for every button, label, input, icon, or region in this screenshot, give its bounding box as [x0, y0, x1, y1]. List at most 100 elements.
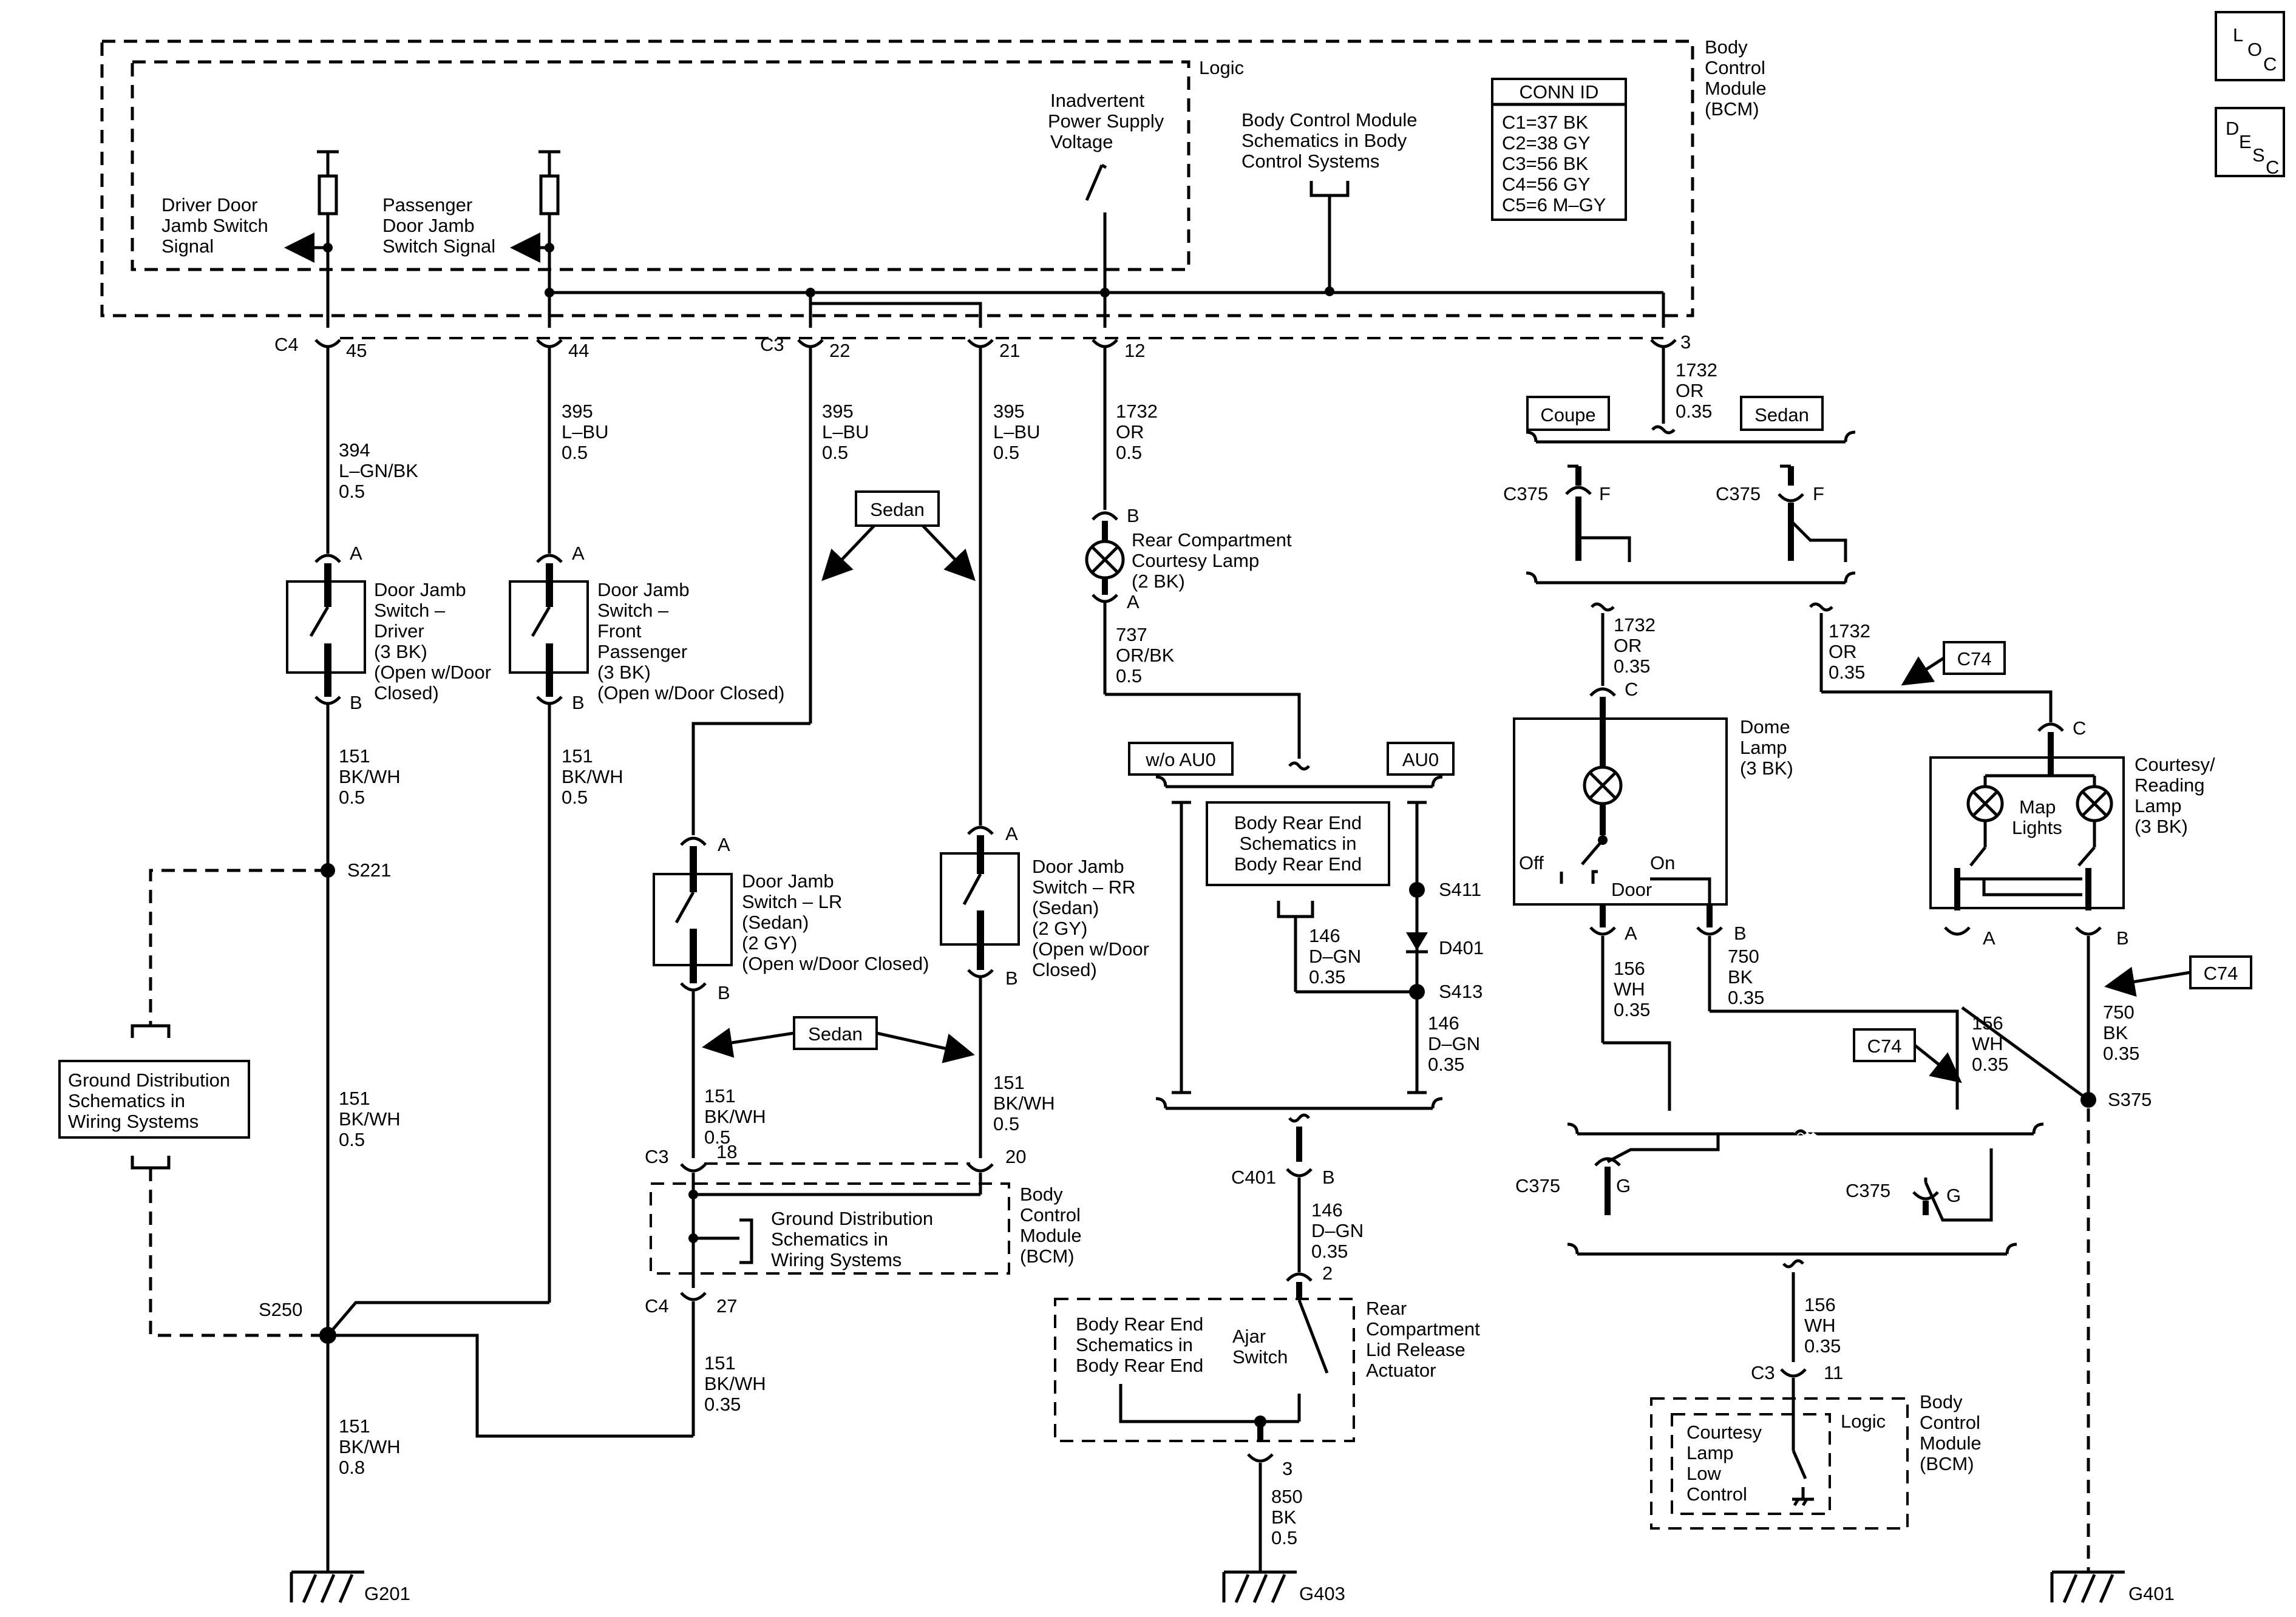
svg-text:0.5: 0.5 [1116, 442, 1142, 463]
svg-text:C: C [2266, 157, 2279, 178]
svg-text:45: 45 [346, 340, 367, 361]
svg-text:Courtesy: Courtesy [1686, 1422, 1762, 1443]
svg-text:Switch –: Switch – [374, 600, 446, 621]
svg-text:27: 27 [716, 1295, 737, 1317]
svg-text:Lid Release: Lid Release [1366, 1339, 1466, 1360]
svg-text:146: 146 [1311, 1199, 1343, 1221]
au0-options: w/o AU0 AU0 [1128, 742, 1455, 1123]
svg-text:151: 151 [562, 745, 593, 767]
svg-text:0.35: 0.35 [1428, 1054, 1464, 1075]
svg-text:(3 BK): (3 BK) [597, 662, 651, 683]
svg-text:395: 395 [993, 401, 1025, 422]
svg-text:Body Rear End: Body Rear End [1076, 1314, 1203, 1335]
svg-text:S: S [2252, 144, 2265, 166]
svg-text:G401: G401 [2128, 1583, 2175, 1604]
svg-text:Door: Door [1611, 879, 1652, 900]
svg-text:0.5: 0.5 [339, 1129, 365, 1150]
svg-text:395: 395 [562, 401, 593, 422]
svg-text:CONN ID: CONN ID [1520, 81, 1599, 103]
svg-text:WH: WH [1804, 1315, 1836, 1336]
svg-text:0.5: 0.5 [704, 1127, 730, 1148]
svg-text:750: 750 [2103, 1002, 2135, 1023]
svg-text:A: A [1127, 591, 1140, 612]
svg-text:C: C [2263, 53, 2277, 75]
svg-text:L–BU: L–BU [993, 421, 1041, 442]
svg-text:0.5: 0.5 [822, 442, 848, 463]
svg-text:(Open w/Door Closed): (Open w/Door Closed) [597, 682, 784, 703]
svg-text:O: O [2247, 39, 2262, 60]
svg-text:394: 394 [339, 439, 370, 461]
ground-g401: G401 [2050, 1570, 2175, 1604]
svg-text:Body Rear End: Body Rear End [1076, 1355, 1203, 1376]
svg-text:G: G [1616, 1175, 1631, 1196]
svg-text:C3: C3 [645, 1146, 669, 1167]
svg-text:S221: S221 [347, 859, 391, 881]
svg-text:156: 156 [1804, 1294, 1836, 1315]
svg-text:0.35: 0.35 [1614, 656, 1650, 677]
svg-text:(BCM): (BCM) [1920, 1453, 1974, 1474]
svg-text:Signal: Signal [161, 236, 214, 257]
svg-text:S413: S413 [1439, 981, 1483, 1002]
dome-lamp-circuit: 1732 OR 0.35 C Off On Door Dome Lamp (3 … [1513, 602, 1959, 1111]
svg-text:(2 GY): (2 GY) [742, 932, 797, 954]
svg-text:1732: 1732 [1116, 401, 1158, 422]
svg-text:Body: Body [1020, 1184, 1063, 1205]
svg-text:22: 22 [829, 340, 850, 361]
svg-text:11: 11 [1824, 1362, 1843, 1383]
svg-text:G201: G201 [364, 1583, 410, 1604]
loc-icon[interactable]: L O C [2215, 11, 2285, 81]
sedan-tag-upper: Sedan [821, 490, 976, 581]
svg-text:Lamp: Lamp [2135, 795, 2182, 816]
svg-text:44: 44 [568, 340, 589, 361]
svg-text:Ajar: Ajar [1232, 1326, 1266, 1347]
svg-text:0.35: 0.35 [704, 1394, 741, 1415]
svg-text:L: L [2233, 24, 2243, 46]
svg-text:Control: Control [1686, 1483, 1747, 1505]
svg-text:A: A [1625, 923, 1637, 944]
svg-text:D: D [2226, 118, 2239, 139]
svg-text:B: B [572, 692, 585, 713]
svg-text:D–GN: D–GN [1311, 1220, 1364, 1241]
svg-text:Voltage: Voltage [1050, 131, 1113, 152]
svg-text:(Open w/Door Closed): (Open w/Door Closed) [742, 953, 929, 974]
svg-text:Dome: Dome [1740, 716, 1790, 737]
svg-text:Body Control Module: Body Control Module [1241, 109, 1418, 131]
svg-text:C5=6 M–GY: C5=6 M–GY [1502, 194, 1606, 215]
svg-text:0.8: 0.8 [339, 1457, 365, 1478]
svg-text:151: 151 [993, 1072, 1025, 1093]
bcm-top-module: Logic Body Control Module (BCM) [100, 36, 1767, 317]
svg-text:Module: Module [1920, 1432, 1982, 1454]
svg-text:Sedan: Sedan [1754, 404, 1809, 425]
svg-text:BK/WH: BK/WH [704, 1373, 766, 1394]
svg-text:C3: C3 [1751, 1362, 1775, 1383]
svg-text:Door Jamb: Door Jamb [374, 579, 466, 600]
courtesy-lamp-circuit: 1732 OR 0.35 C74 C Map Lights A B Court [1809, 602, 2252, 1572]
bcm-internal-bus [545, 288, 1665, 328]
svg-text:Switch – RR: Switch – RR [1032, 876, 1136, 898]
rear-compartment-lamp-circuit: 1732 OR 0.5 B A Rear Compartment Courtes… [1085, 346, 1310, 771]
svg-text:BK: BK [1728, 966, 1753, 988]
svg-text:12: 12 [1124, 340, 1145, 361]
desc-icon[interactable]: D E S C [2215, 107, 2285, 178]
svg-text:F: F [1813, 483, 1824, 504]
svg-text:1732: 1732 [1614, 614, 1656, 636]
svg-text:151: 151 [339, 1088, 370, 1109]
inadvertent-power: Inadvertent Power Supply Voltage [1048, 90, 1164, 328]
svg-text:146: 146 [1428, 1012, 1459, 1034]
svg-text:C401: C401 [1231, 1167, 1276, 1188]
svg-text:Body Rear End: Body Rear End [1234, 812, 1362, 833]
ground-distribution-left: Ground Distribution Schematics in Wiring… [58, 869, 328, 1337]
svg-text:A: A [572, 543, 585, 564]
driver-signal: Driver Door Jamb Switch Signal [161, 150, 339, 328]
svg-text:L–GN/BK: L–GN/BK [339, 460, 418, 481]
driver-door-circuit: 394 L–GN/BK 0.5 A B Door Jamb Switch – D… [259, 346, 491, 1572]
svg-text:(3 BK): (3 BK) [374, 641, 427, 662]
ground-g403: G403 [1222, 1570, 1345, 1604]
svg-text:Inadvertent: Inadvertent [1050, 90, 1144, 111]
coupe-sedan-split: 1732 OR 0.35 Coupe Sedan C375 F C375 F [1503, 346, 1856, 585]
svg-text:A: A [1983, 927, 1995, 949]
bcm-schematics-ref: Body Control Module Schematics in Body C… [1241, 109, 1418, 296]
svg-text:151: 151 [339, 745, 370, 767]
svg-text:0.35: 0.35 [1972, 1054, 2008, 1075]
svg-text:L–BU: L–BU [562, 421, 609, 442]
